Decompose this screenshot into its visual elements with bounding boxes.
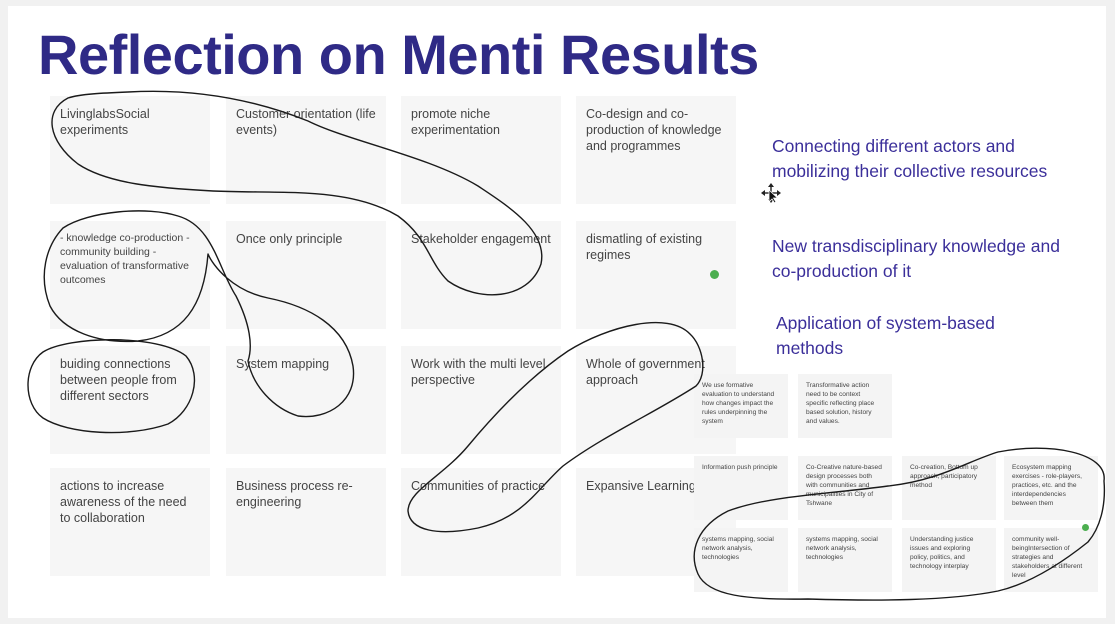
menti-card: actions to increase awareness of the nee…: [50, 468, 210, 576]
menti-card: promote niche experimentation: [401, 96, 561, 204]
menti-card: System mapping: [226, 346, 386, 454]
menti-card: buiding connections between people from …: [50, 346, 210, 454]
menti-small-card: community well-beingIntersection of stra…: [1004, 528, 1098, 592]
menti-card: - knowledge co-production - community bu…: [50, 221, 210, 329]
slide-title: Reflection on Menti Results: [38, 23, 759, 86]
menti-card: LivinglabsSocial experiments: [50, 96, 210, 204]
menti-small-card: We use formative evaluation to understan…: [694, 374, 788, 438]
menti-card: Co-design and co-production of knowledge…: [576, 96, 736, 204]
menti-card: Business process re-engineering: [226, 468, 386, 576]
menti-small-card: systems mapping, social network analysis…: [798, 528, 892, 592]
reaction-dot-icon: [710, 270, 719, 279]
reaction-dot-icon: [1082, 524, 1089, 531]
key-point: Connecting different actors and mobilizi…: [772, 136, 1048, 181]
menti-small-card: Ecosystem mapping exercises - role-playe…: [1004, 456, 1098, 520]
menti-card: dismatling of existing regimes: [576, 221, 736, 329]
menti-card: Customer orientation (life events): [226, 96, 386, 204]
menti-small-card: systems mapping, social network analysis…: [694, 528, 788, 592]
menti-small-card: Co-Creative nature-based design processe…: [798, 456, 892, 520]
key-point: New transdisciplinary knowledge and co-p…: [772, 236, 1060, 281]
move-cursor-icon: [761, 183, 781, 204]
menti-small-card: Transformative action need to be context…: [798, 374, 892, 438]
key-point: Application of system-based methods: [776, 313, 995, 358]
menti-card: Once only principle: [226, 221, 386, 329]
menti-small-card: Understanding justice issues and explori…: [902, 528, 996, 592]
presentation-slide: Reflection on Menti Results LivinglabsSo…: [8, 6, 1106, 618]
menti-small-card: Co-creation, Bottom up approach, partici…: [902, 456, 996, 520]
menti-card: Communities of practice: [401, 468, 561, 576]
menti-small-card: Information push principle: [694, 456, 788, 520]
menti-card: Stakeholder engagement: [401, 221, 561, 329]
menti-card: Work with the multi level perspective: [401, 346, 561, 454]
